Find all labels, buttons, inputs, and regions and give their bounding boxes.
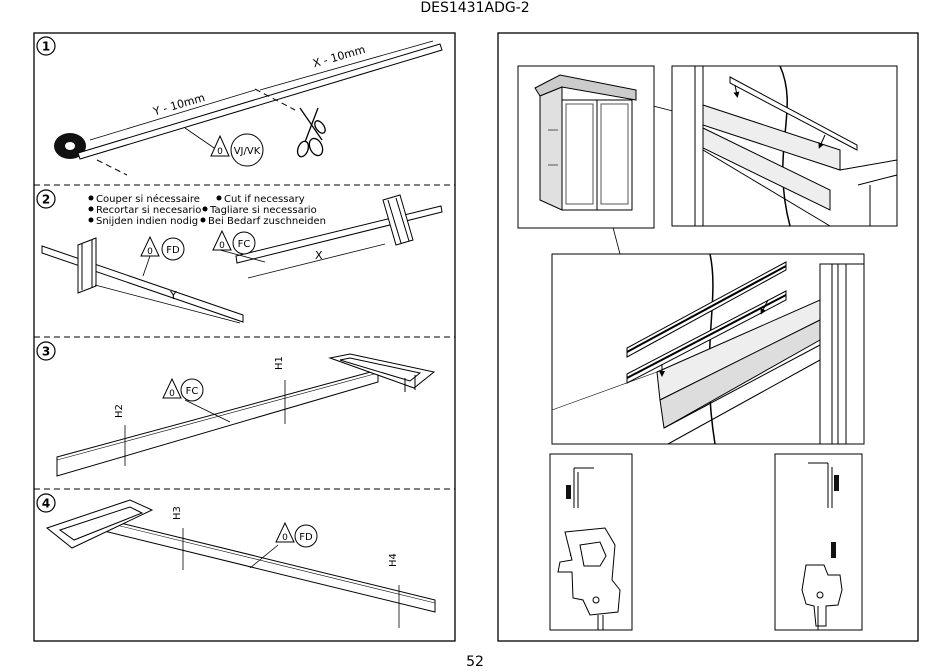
- callout-code: VJ/VK: [234, 146, 261, 157]
- callout-prefix: 0: [217, 147, 223, 157]
- strip-placement-view: [551, 253, 865, 445]
- shed-overview: [517, 65, 655, 229]
- step-number: 3: [42, 345, 50, 359]
- callout-circle: [161, 237, 185, 261]
- instruction-fr: Couper si nécessaire: [96, 193, 200, 205]
- right-panel-frame: [497, 32, 919, 642]
- dimension-label-x: X: [315, 249, 323, 262]
- callout-circle: [294, 524, 318, 548]
- step-3: 3 H1 H2 0 FC: [36, 341, 436, 477]
- warning-triangle-icon: [162, 377, 182, 399]
- callout-prefix: 0: [169, 389, 175, 399]
- step-number: 2: [42, 193, 50, 207]
- step-number-circle: [36, 493, 56, 513]
- cross-section-left: [549, 453, 633, 631]
- step-number: 1: [42, 40, 50, 54]
- dimension-label-h2: H2: [114, 404, 125, 418]
- dimension-label-h4: H4: [388, 553, 399, 567]
- instruction-it: Tagliare si necessario: [209, 205, 317, 216]
- callout-code: FC: [186, 386, 199, 397]
- warning-triangle-icon: [212, 229, 232, 251]
- gutter-detail-view: [671, 65, 898, 227]
- callout-circle: [230, 133, 264, 167]
- step-4: 4 H3 H4 0 FD: [36, 493, 436, 628]
- document-title: DES1431ADG-2: [420, 0, 530, 16]
- warning-triangle-icon: [210, 134, 230, 157]
- callout-prefix: 0: [282, 533, 288, 543]
- dimension-label-h3: H3: [172, 506, 183, 520]
- callout-prefix: 0: [219, 241, 225, 251]
- dimension-label-y: Y - 10mm: [151, 91, 207, 118]
- warning-triangle-icon: [140, 235, 160, 257]
- dimension-label-x: X - 10mm: [311, 43, 366, 70]
- callout-circle: [180, 378, 204, 402]
- callout-code: FD: [299, 532, 313, 543]
- callout-circle: [232, 231, 256, 255]
- step-2: 2 Couper si nécessaire Cut if necessary …: [36, 189, 443, 324]
- warning-triangle-icon: [275, 521, 295, 543]
- instruction-text: Couper si nécessaire Cut if necessary Re…: [88, 193, 326, 227]
- step-number-circle: [36, 341, 56, 361]
- scissors-icon: [296, 107, 326, 158]
- callout-prefix: 0: [147, 247, 153, 257]
- step-1: 1 Y - 10mm X - 10mm 0 VJ/VK: [36, 36, 443, 176]
- callout-code: FD: [166, 245, 180, 256]
- dimension-label-h1: H1: [274, 356, 285, 370]
- cross-section-right: [774, 453, 863, 631]
- callout-code: FC: [238, 239, 251, 250]
- instruction-es: Recortar si necesario: [96, 205, 201, 216]
- step-number-circle: [36, 189, 56, 209]
- instruction-en: Cut if necessary: [224, 194, 305, 205]
- shed-icon: [534, 74, 637, 211]
- page-number: 52: [466, 654, 484, 670]
- dimension-label-y: Y: [169, 289, 177, 302]
- step-number-circle: [36, 36, 56, 56]
- step-number: 4: [42, 497, 50, 511]
- instruction-nl: Snijden indien nodig: [96, 216, 198, 227]
- instruction-de: Bei Bedarf zuschneiden: [208, 216, 326, 227]
